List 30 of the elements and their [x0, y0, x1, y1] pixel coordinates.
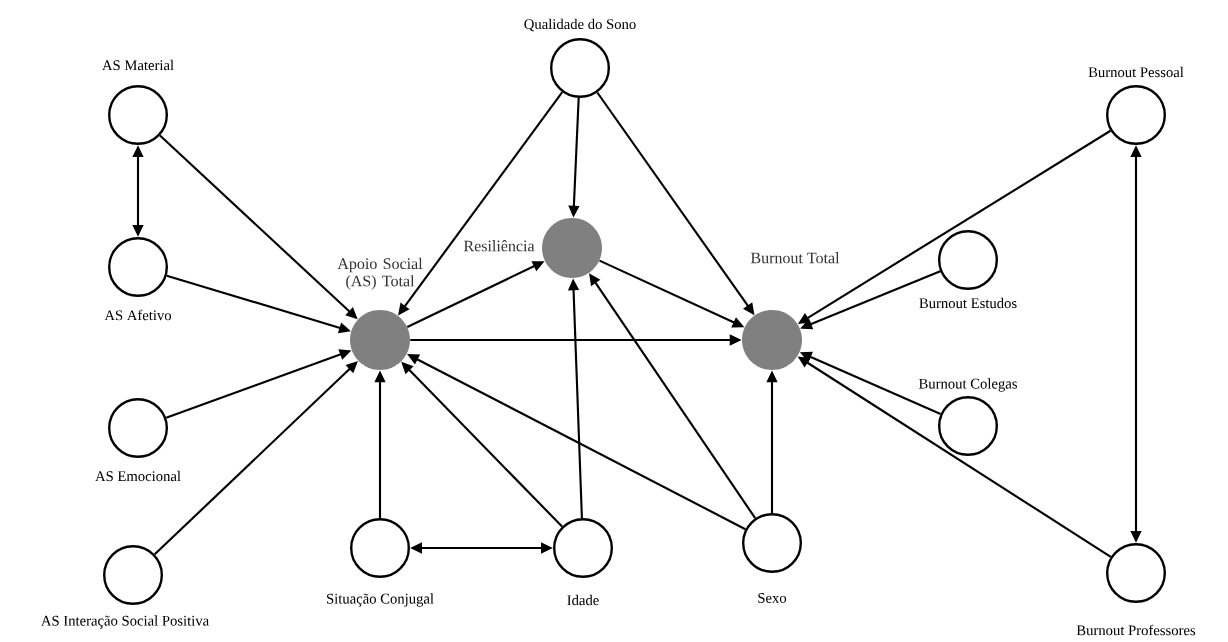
node-label: AS Interação Social Positiva: [41, 615, 209, 629]
node-label: AS Material: [102, 59, 174, 71]
circle-node: AS Afetivo: [104, 237, 172, 321]
node-label: Situação Conjugal: [327, 593, 434, 607]
circle-node: Apoio Social (AS) Total: [337, 257, 423, 370]
circle-node: Sexo: [742, 513, 802, 603]
node-label: AS Emocional: [95, 470, 181, 482]
circle-node: AS Emocional: [95, 398, 181, 482]
circle-node: Resiliência: [463, 218, 602, 278]
circle-node: Qualidade do Sono: [524, 18, 636, 98]
node-label: Burnout Total: [750, 252, 840, 264]
circle-node: Burnout Colegas: [918, 378, 1017, 456]
circle-node: Burnout Estudos: [919, 230, 1017, 309]
circle-node: Burnout Professores: [1076, 543, 1196, 636]
node-label: Sexo: [758, 593, 787, 603]
node-label: Qualidade do Sono: [524, 18, 636, 32]
circle-node: Burnout Pessoal: [1088, 66, 1184, 145]
node-label: Resiliência: [463, 240, 535, 252]
node-label: Apoio Social (AS) Total: [337, 257, 423, 290]
node-label: Idade: [567, 594, 599, 606]
node-label: Burnout Pessoal: [1088, 66, 1184, 78]
circle-node: Burnout Total: [742, 252, 840, 370]
node-label: Burnout Colegas: [918, 378, 1017, 392]
circle-node: Idade: [553, 518, 613, 606]
node-label: Burnout Professores: [1076, 624, 1196, 636]
circle-node: AS Material: [102, 59, 174, 145]
node-label: Burnout Estudos: [919, 297, 1017, 309]
circle-node: Situação Conjugal: [327, 518, 434, 607]
circle-node: AS Interação Social Positiva: [41, 545, 209, 629]
node-label: AS Afetivo: [104, 309, 172, 321]
